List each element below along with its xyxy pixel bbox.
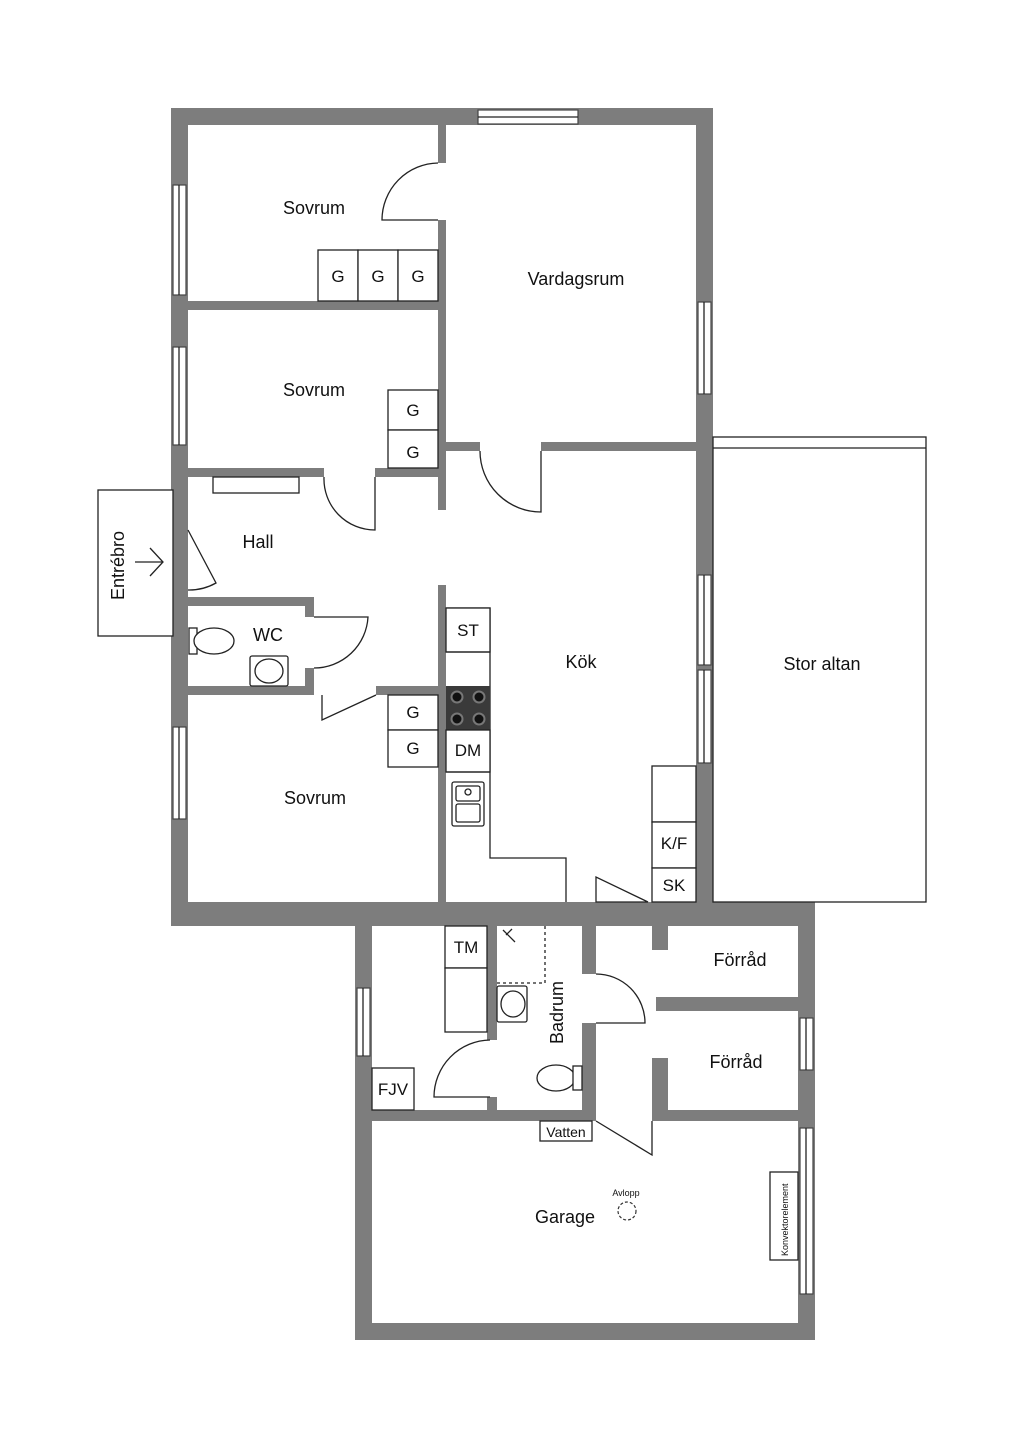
wardrobe-label: G [406, 703, 419, 722]
dishwasher-label: DM [455, 741, 481, 760]
wardrobe-label: G [411, 267, 424, 286]
room-label-sovrum: Sovrum [284, 788, 346, 808]
room-label-badrum: Badrum [547, 981, 567, 1044]
washbasin-icon [496, 985, 528, 1023]
washbasin-icon [249, 655, 289, 687]
closet-label: SK [663, 876, 686, 895]
room-label-wc: WC [253, 625, 283, 645]
water-label: Vatten [546, 1124, 585, 1140]
drain-label: Avlopp [612, 1188, 639, 1198]
windows [172, 109, 814, 1295]
stove-top-label: ST [457, 621, 479, 640]
room-label-stor-altan: Stor altan [783, 654, 860, 674]
terrace [712, 436, 927, 903]
sink-icon [451, 781, 485, 827]
wardrobe-label: G [406, 739, 419, 758]
fridge-freezer-label: K/F [661, 834, 687, 853]
wardrobe-label: G [331, 267, 344, 286]
convector-heater [769, 1171, 799, 1261]
wardrobes [317, 249, 439, 768]
wardrobe-label: G [406, 443, 419, 462]
wardrobe-label: G [406, 401, 419, 420]
entrance-porch [97, 489, 174, 637]
water-meter [539, 1120, 593, 1142]
room-label-forrad: Förråd [713, 950, 766, 970]
toilet-icon [188, 627, 235, 655]
wardrobe-label: G [371, 267, 384, 286]
fridge-cabinet [651, 765, 697, 823]
room-label-sovrum: Sovrum [283, 198, 345, 218]
stove-icon [450, 690, 486, 726]
room-label-hall: Hall [242, 532, 273, 552]
room-label-garage: Garage [535, 1207, 595, 1227]
entre-label: Entrébro [108, 531, 128, 600]
drain-icon [617, 1201, 637, 1221]
room-label-kok: Kök [565, 652, 597, 672]
convector-label: Konvektorelement [780, 1183, 790, 1256]
room-label-vardagsrum: Vardagsrum [528, 269, 625, 289]
shower-icon [497, 926, 546, 984]
district-heating-label: FJV [378, 1080, 409, 1099]
dryer-label: TM [454, 938, 479, 957]
hat-shelf [212, 476, 300, 494]
district-heating-unit [371, 1067, 415, 1111]
room-label-forrad: Förråd [709, 1052, 762, 1072]
arrow-right-icon [135, 547, 164, 577]
toilet-icon [536, 1064, 583, 1092]
room-label-sovrum: Sovrum [283, 380, 345, 400]
